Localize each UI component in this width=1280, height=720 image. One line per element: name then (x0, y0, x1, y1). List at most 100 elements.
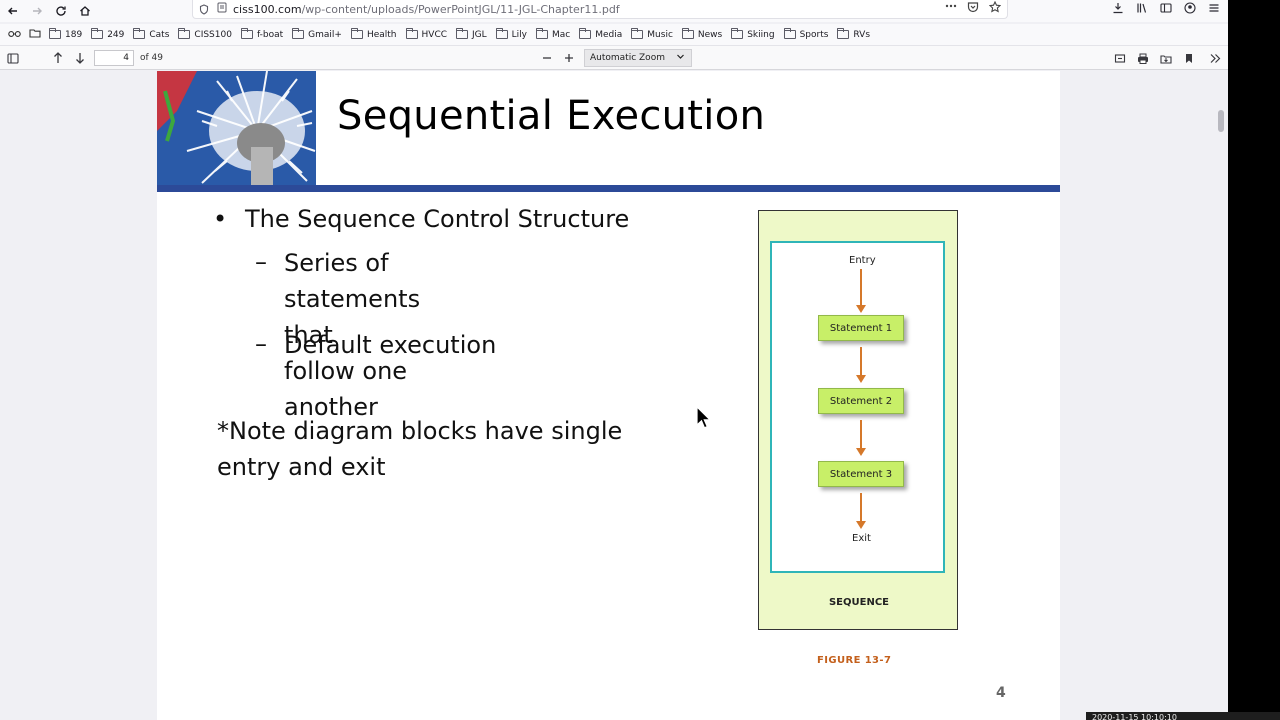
bookmark-folder[interactable]: Cats (133, 28, 169, 40)
sidebar-toggle-button[interactable] (4, 49, 22, 67)
arrow-down-icon (76, 53, 84, 64)
back-button[interactable] (2, 1, 24, 21)
title-divider (157, 185, 1060, 192)
diagram-note: *Note diagram blocks have single entry a… (217, 417, 623, 481)
page-count: of 49 (140, 53, 163, 63)
folder-icon (783, 28, 796, 39)
dash-glyph: – (255, 330, 267, 358)
bookmarks-folder-icon[interactable] (29, 28, 41, 41)
zoom-in-button[interactable] (561, 49, 577, 67)
previous-page-button[interactable] (50, 49, 66, 67)
sidebar-icon (7, 52, 19, 64)
page-info-icon[interactable] (217, 2, 227, 16)
bullet-glyph: • (213, 205, 228, 233)
sub-bullet-text: Series of statements that follow one ano… (284, 249, 421, 421)
folder-icon (731, 28, 744, 39)
statement-block: Statement 1 (818, 315, 904, 341)
bookmark-folder[interactable]: Gmail+ (292, 28, 342, 40)
tools-button[interactable] (1207, 49, 1223, 67)
bookmark-folder[interactable]: Skiing (731, 28, 775, 40)
bookmark-folder[interactable]: Lily (495, 28, 527, 40)
home-button[interactable] (74, 1, 96, 21)
bullet-text: The Sequence Control Structure (245, 205, 630, 233)
folder-icon (350, 28, 363, 39)
bookmark-folder[interactable]: Sports (783, 28, 828, 40)
arrow-up-icon (54, 52, 62, 63)
bookmark-folder[interactable]: Music (631, 28, 673, 40)
folder-icon (91, 28, 104, 39)
bookmark-folder[interactable]: HVCC (405, 28, 447, 40)
shield-icon (199, 3, 209, 15)
flow-arrow (856, 493, 866, 529)
statement-block: Statement 2 (818, 388, 904, 414)
bookmark-folder[interactable]: CISS100 (178, 28, 232, 40)
viewer-scrollbar[interactable] (1218, 110, 1224, 132)
bookmark-folder[interactable]: 189 (49, 28, 82, 40)
reload-button[interactable] (50, 1, 72, 21)
flow-arrow (856, 347, 866, 383)
url-bar[interactable]: ciss100.com/wp-content/uploads/PowerPoin… (192, 0, 1008, 19)
bookmark-star-icon[interactable] (988, 0, 1002, 16)
bookmark-folder[interactable]: RVs (837, 28, 870, 40)
slide-page: Sequential Execution • The Sequence Cont… (157, 71, 1060, 720)
pocket-icon[interactable] (967, 1, 979, 16)
bookmark-folder[interactable]: JGL (456, 28, 487, 40)
save-icon (1160, 54, 1172, 64)
chevron-down-icon (676, 52, 685, 64)
folder-icon (240, 28, 253, 39)
next-page-button[interactable] (72, 49, 88, 67)
page-number-input[interactable] (94, 50, 134, 66)
reading-glasses-icon[interactable] (8, 28, 21, 41)
menu-hamburger-icon[interactable] (1208, 2, 1220, 17)
bookmark-folder[interactable]: Media (579, 28, 622, 40)
home-icon (80, 6, 90, 16)
folder-icon (681, 28, 694, 39)
folder-icon (837, 28, 850, 39)
dash-glyph: – (255, 248, 267, 276)
folder-icon (49, 28, 61, 39)
zoom-out-button[interactable] (539, 49, 555, 67)
print-icon (1138, 53, 1148, 64)
plus-icon (565, 54, 573, 62)
double-chevron-right-icon (1210, 53, 1221, 63)
browser-navbar: ciss100.com/wp-content/uploads/PowerPoin… (0, 0, 1228, 22)
figure-label: SEQUENCE (828, 597, 890, 608)
print-button[interactable] (1135, 49, 1151, 67)
sidebar-toggle-icon[interactable] (1160, 2, 1172, 17)
arrow-left-icon (8, 7, 17, 15)
screen-edge (1228, 0, 1280, 720)
bookmark-button[interactable] (1181, 49, 1197, 67)
library-icon[interactable] (1136, 2, 1148, 17)
sub-bullet-text: Default execution (284, 331, 497, 359)
folder-icon (133, 28, 146, 39)
folder-icon (631, 28, 644, 39)
folder-icon (495, 28, 508, 39)
bookmark-folder[interactable]: f-boat (240, 28, 283, 40)
reload-icon (56, 6, 66, 16)
presentation-icon (1114, 53, 1126, 63)
bookmark-folder[interactable]: Health (350, 28, 397, 40)
recording-timestamp: 2020-11-15 10:10:10 (1086, 712, 1280, 720)
presentation-mode-button[interactable] (1112, 49, 1128, 67)
url-path: /wp-content/uploads/PowerPointJGL/11-JGL… (301, 2, 620, 16)
downloads-icon[interactable] (1112, 2, 1124, 17)
dandelion-banner-image (157, 71, 316, 185)
minus-icon (543, 57, 551, 59)
zoom-select[interactable]: Automatic Zoom (584, 49, 692, 67)
entry-label: Entry (849, 255, 876, 266)
folder-icon (292, 28, 305, 39)
bookmark-folder[interactable]: 249 (91, 28, 124, 40)
page-actions-icon[interactable] (945, 1, 957, 16)
forward-button[interactable] (26, 1, 48, 21)
bookmarks-toolbar: 189 249 Cats CISS100 f-boat Gmail+ Healt… (0, 24, 1228, 46)
save-button[interactable] (1158, 49, 1174, 67)
url-actions (945, 0, 1002, 16)
bookmark-folder[interactable]: Mac (536, 28, 570, 40)
sequence-figure: Entry Statement 1 Statement 2 Statement … (758, 210, 958, 630)
account-icon[interactable] (1184, 2, 1196, 17)
bookmark-folder[interactable]: News (681, 28, 722, 40)
slide-title: Sequential Execution (337, 93, 766, 139)
exit-label: Exit (852, 533, 871, 544)
folder-icon (178, 28, 191, 39)
sequence-flowchart: Entry Statement 1 Statement 2 Statement … (770, 241, 945, 573)
